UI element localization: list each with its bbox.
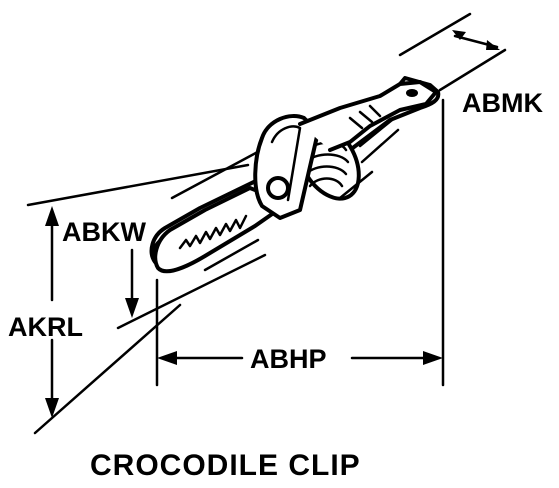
akrl-arrowhead-top bbox=[45, 206, 59, 226]
abmk-dimension: ABMK bbox=[452, 30, 543, 118]
lower-body-guide-line bbox=[116, 253, 267, 330]
clip-tail-hole bbox=[406, 89, 418, 97]
diagram-caption: CROCODILE CLIP bbox=[90, 449, 361, 482]
mid-body-guide-line bbox=[203, 238, 260, 272]
clip-rivet bbox=[266, 176, 290, 200]
abmk-extension-line-upper bbox=[398, 12, 472, 57]
akrl-dimension: AKRL bbox=[8, 206, 83, 418]
abmk-label: ABMK bbox=[462, 88, 543, 118]
abhp-label: ABHP bbox=[250, 344, 327, 374]
abmk-arrowhead-right bbox=[486, 40, 500, 50]
abhp-arrowhead-left bbox=[157, 351, 177, 365]
crocodile-clip-illustration bbox=[149, 76, 441, 274]
akrl-arrowhead-bottom bbox=[45, 398, 59, 418]
abkw-label: ABKW bbox=[62, 217, 146, 247]
akrl-label: AKRL bbox=[8, 312, 83, 342]
abhp-dimension: ABHP bbox=[157, 344, 443, 374]
upper-akrl-extension-line bbox=[26, 163, 250, 207]
abkw-arrowhead-bottom bbox=[125, 298, 139, 318]
clip-upper-lever bbox=[298, 80, 438, 152]
clip-body-shading bbox=[338, 118, 400, 200]
reference-lines bbox=[26, 12, 507, 435]
abmk-extension-line-lower bbox=[438, 48, 507, 92]
abkw-dimension: ABKW bbox=[62, 217, 146, 318]
clip-handle-plate-edge bbox=[270, 125, 302, 202]
clip-handle-detail bbox=[348, 104, 382, 130]
clip-teeth bbox=[178, 214, 248, 250]
abmk-arrowhead-left bbox=[452, 30, 466, 40]
abhp-arrowhead-right bbox=[423, 351, 443, 365]
